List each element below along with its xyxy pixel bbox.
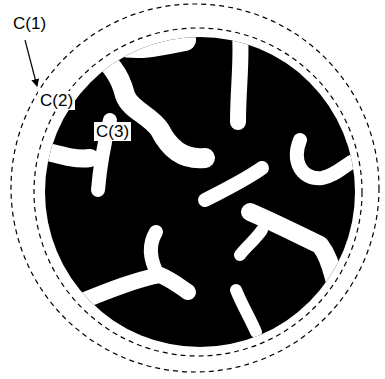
leader-arrow	[25, 40, 37, 86]
callout-label: C(2)	[38, 91, 75, 110]
solid-disk	[45, 37, 355, 347]
callout-label: C(1)	[11, 14, 48, 33]
inner-dashed-circle	[34, 28, 362, 356]
leader-arrow	[76, 97, 112, 101]
leader-arrow	[112, 142, 145, 168]
callout-label: C(3)	[94, 122, 131, 141]
pore-channels	[40, 35, 355, 332]
outer-dashed-circle	[11, 4, 379, 372]
